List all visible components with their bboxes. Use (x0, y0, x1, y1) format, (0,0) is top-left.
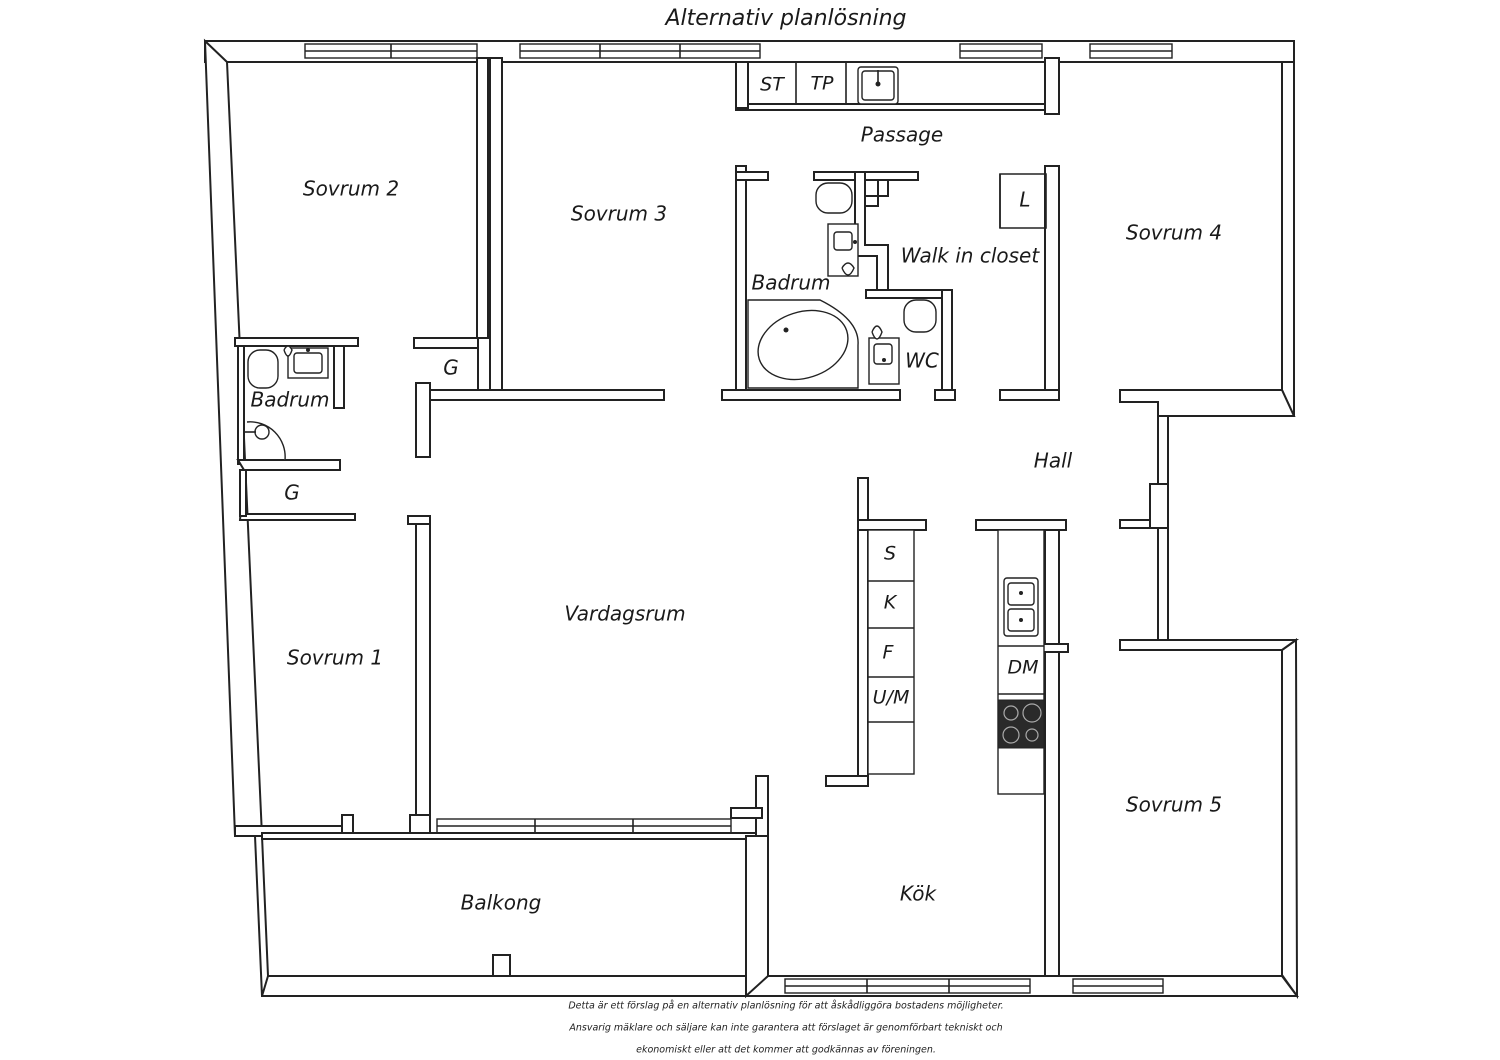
toilet-icon (247, 349, 279, 389)
label-k: K (884, 592, 898, 614)
fixture-labels: ST TP S K F U/M DM (760, 73, 1038, 709)
label-dm: DM (1007, 657, 1038, 679)
label-sovrum-1: Sovrum 1 (287, 646, 383, 670)
wall-kok-left-join (745, 835, 769, 999)
wall-wc-right (941, 289, 953, 401)
wall-badrum-left-bottom (236, 459, 341, 471)
shower-icon (871, 325, 883, 340)
wall-sovrum5-left (1044, 519, 1060, 977)
room-labels: Sovrum 2 Sovrum 3 Sovrum 4 Sovrum 1 Sovr… (250, 123, 1222, 915)
wall-right-lower (1281, 638, 1299, 1000)
wall-sovrum4-bottom (1119, 389, 1296, 417)
kitchen-counter-run (997, 529, 1045, 795)
label-badrum-center: Badrum (751, 271, 830, 295)
interior-walls (234, 57, 1300, 999)
kitchen-counter (997, 529, 1045, 795)
wc-fixtures (868, 299, 937, 385)
label-sovrum-2: Sovrum 2 (303, 177, 399, 201)
label-passage: Passage (861, 123, 943, 147)
wall-hall-right (1157, 415, 1169, 647)
wall-sovrum2-bottom (234, 337, 359, 347)
wall-wc-bottom-stub (934, 389, 956, 401)
disclaimer-line-1: Detta är ett förslag på en alternativ pl… (568, 1001, 1003, 1012)
label-badrum-left: Badrum (250, 388, 329, 412)
toilet-icon (815, 182, 853, 214)
wall-badrum-top-stub (735, 171, 769, 181)
label-linneskap: L (1019, 188, 1030, 212)
badrum-left-fixtures (244, 345, 329, 461)
wall-kok-left-stub (755, 775, 769, 837)
wall-passage-counter (735, 103, 1047, 111)
wall-sovrum2-right (476, 57, 489, 339)
wall-sovrum5-top (1119, 639, 1300, 651)
wall-hall-stub2 (1149, 483, 1169, 529)
wall-sovrum4-left (1044, 165, 1060, 399)
label-kok: Kök (900, 882, 938, 906)
wall-left (203, 38, 264, 837)
windows (304, 43, 1173, 994)
label-g-upper: G (443, 356, 459, 380)
label-s: S (884, 543, 896, 565)
label-sovrum-4: Sovrum 4 (1126, 221, 1222, 245)
label-vardagsrum: Vardagsrum (564, 602, 685, 626)
label-balkong: Balkong (461, 891, 542, 915)
label-st: ST (760, 74, 785, 96)
label-g-lower: G (284, 481, 300, 505)
label-wc: WC (905, 349, 939, 373)
label-hall: Hall (1034, 449, 1073, 473)
wall-balcony-top (261, 832, 763, 840)
plan-title: Alternativ planlösning (663, 6, 906, 31)
disclaimer-line-3: ekonomiskt eller att det kommer att godk… (636, 1045, 936, 1056)
wall-closet-bottom (999, 389, 1060, 401)
label-um: U/M (873, 687, 910, 709)
wall-badrum-bottom (721, 389, 901, 401)
disclaimer: Detta är ett förslag på en alternativ pl… (568, 1001, 1003, 1056)
label-tp: TP (810, 73, 834, 95)
wall-sovrum4-left-top (1044, 57, 1060, 115)
label-walk-in-closet: Walk in closet (901, 244, 1041, 268)
wall-kitchen-left-bottom (825, 775, 869, 787)
wall-kitchen-pantry-top (857, 519, 927, 531)
wall-vardagsrum-upper-left (415, 382, 431, 458)
shower-head-icon (841, 262, 855, 276)
shower-icon (254, 424, 270, 440)
disclaimer-line-2: Ansvarig mäklare och säljare kan inte ga… (568, 1023, 1002, 1034)
wall-sovrum3-bottom (429, 389, 665, 401)
passage-counter (795, 62, 899, 105)
wall-right-upper (1281, 61, 1295, 417)
wall-vardagsrum-left (415, 515, 431, 837)
badrum-center-fixtures (747, 182, 859, 389)
label-f: F (883, 642, 895, 664)
toilet-icon (903, 299, 937, 333)
appliance-column (867, 529, 915, 775)
balcony-post (492, 954, 511, 977)
wall-g-upper-right (477, 337, 491, 391)
wall-vardagsrum-left-stub (407, 515, 431, 525)
wall-balcony-left (253, 835, 270, 997)
label-sovrum-5: Sovrum 5 (1126, 793, 1222, 817)
label-sovrum-3: Sovrum 3 (571, 202, 667, 226)
wall-wc-top (865, 289, 943, 299)
wall-badrum-left (237, 345, 245, 465)
wall-badrum-left-right (333, 345, 345, 409)
wall-g-lower-left (239, 469, 247, 517)
wall-badrum-left (735, 165, 747, 391)
wall-closet-jog (864, 179, 889, 207)
wall-counter-left (735, 61, 749, 109)
wall-vardagsrum-window-right (730, 807, 763, 819)
wall-kitchen-counter-top (975, 519, 1067, 531)
wall-sovrum3-left (489, 57, 503, 391)
kitchen-appliance-column (867, 529, 915, 775)
